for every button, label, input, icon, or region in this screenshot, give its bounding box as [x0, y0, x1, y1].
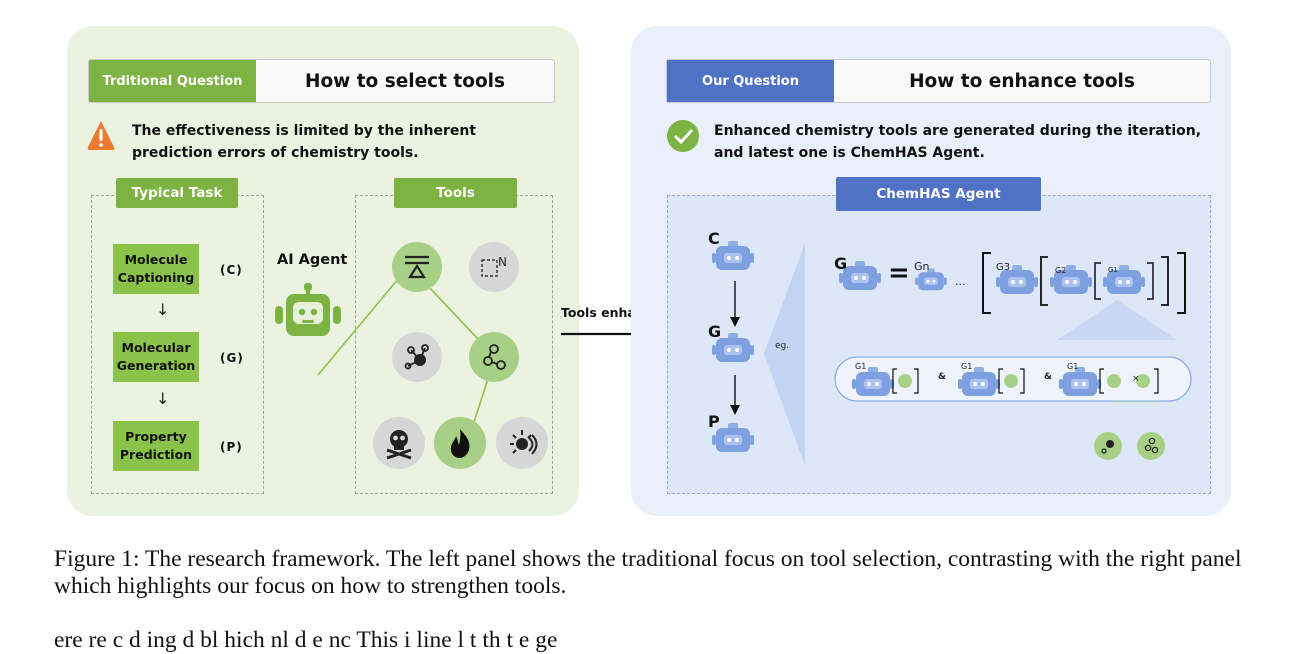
- tools-label: Tools: [394, 178, 517, 208]
- eg-label: eg.: [775, 341, 790, 351]
- agent-tool-connection: [317, 264, 496, 448]
- chemhas-diagram: =: [712, 241, 1192, 465]
- down-arrow-icon: ↓: [156, 389, 170, 408]
- task-property-prediction: Property Prediction: [113, 421, 199, 471]
- combo-amp-first: &: [938, 372, 946, 382]
- figure-caption: Figure 1: The research framework. The le…: [54, 546, 1242, 599]
- our-question-bar: Our Question How to enhance tools: [666, 59, 1211, 103]
- task-code-c: (C): [220, 263, 243, 277]
- combo-times: ×: [1132, 374, 1140, 384]
- skull-icon: [373, 417, 425, 469]
- formula-g1: G1: [1108, 266, 1118, 274]
- formula-g3: G3: [996, 262, 1011, 273]
- tool-n-icon: N: [469, 242, 519, 292]
- traditional-question-tag: Trditional Question: [89, 60, 256, 102]
- formula-g: G: [834, 254, 848, 273]
- body-text-fragment: ere re c d ing d bl hich nl d e nc This …: [54, 627, 558, 653]
- flame-icon: [434, 417, 486, 469]
- combo-amp-second: &: [1044, 372, 1052, 382]
- formula-g2: G2: [1055, 266, 1067, 275]
- down-arrow-icon: ↓: [156, 300, 170, 319]
- task-molecular-generation: Molecular Generation: [113, 332, 199, 382]
- tool-molecule-icon: [392, 332, 442, 382]
- detail-beam: [1057, 300, 1177, 340]
- ai-agent-label: AI Agent: [277, 252, 348, 268]
- formula-gn: Gn: [914, 260, 930, 273]
- tool-share-icon: [469, 332, 519, 382]
- svg-text:=: =: [888, 258, 910, 288]
- our-question-title: How to enhance tools: [909, 70, 1135, 92]
- chain-label-c: C: [708, 229, 720, 248]
- our-question-tag: Our Question: [667, 60, 834, 102]
- task-molecule-captioning: Molecule Captioning: [113, 244, 199, 294]
- chemhas-agent-label: ChemHAS Agent: [836, 177, 1041, 211]
- warning-icon: [87, 121, 115, 150]
- tool-n-label: N: [498, 255, 507, 269]
- traditional-question-bar: Trditional Question How to select tools: [88, 59, 555, 103]
- robot-icon: [275, 283, 341, 336]
- task-code-p: (P): [220, 440, 243, 454]
- chain-label-p: P: [708, 412, 720, 431]
- check-icon: [667, 120, 699, 152]
- radiation-icon: [496, 417, 548, 469]
- combo-g1-third: G1: [1067, 362, 1079, 371]
- formula-ellipsis: ...: [955, 275, 966, 288]
- combo-g1-second: G1: [961, 362, 973, 371]
- our-note: Enhanced chemistry tools are generated d…: [714, 123, 1202, 161]
- expansion-beam: [764, 243, 805, 465]
- traditional-note: The effectiveness is limited by the inhe…: [132, 123, 477, 161]
- chain-label-g: G: [708, 322, 722, 341]
- task-code-g: (G): [220, 351, 244, 365]
- typical-task-label: Typical Task: [116, 178, 238, 208]
- combo-g1-first: G1: [855, 362, 867, 371]
- tool-filter-icon: [392, 242, 442, 292]
- traditional-question-title: How to select tools: [304, 70, 506, 92]
